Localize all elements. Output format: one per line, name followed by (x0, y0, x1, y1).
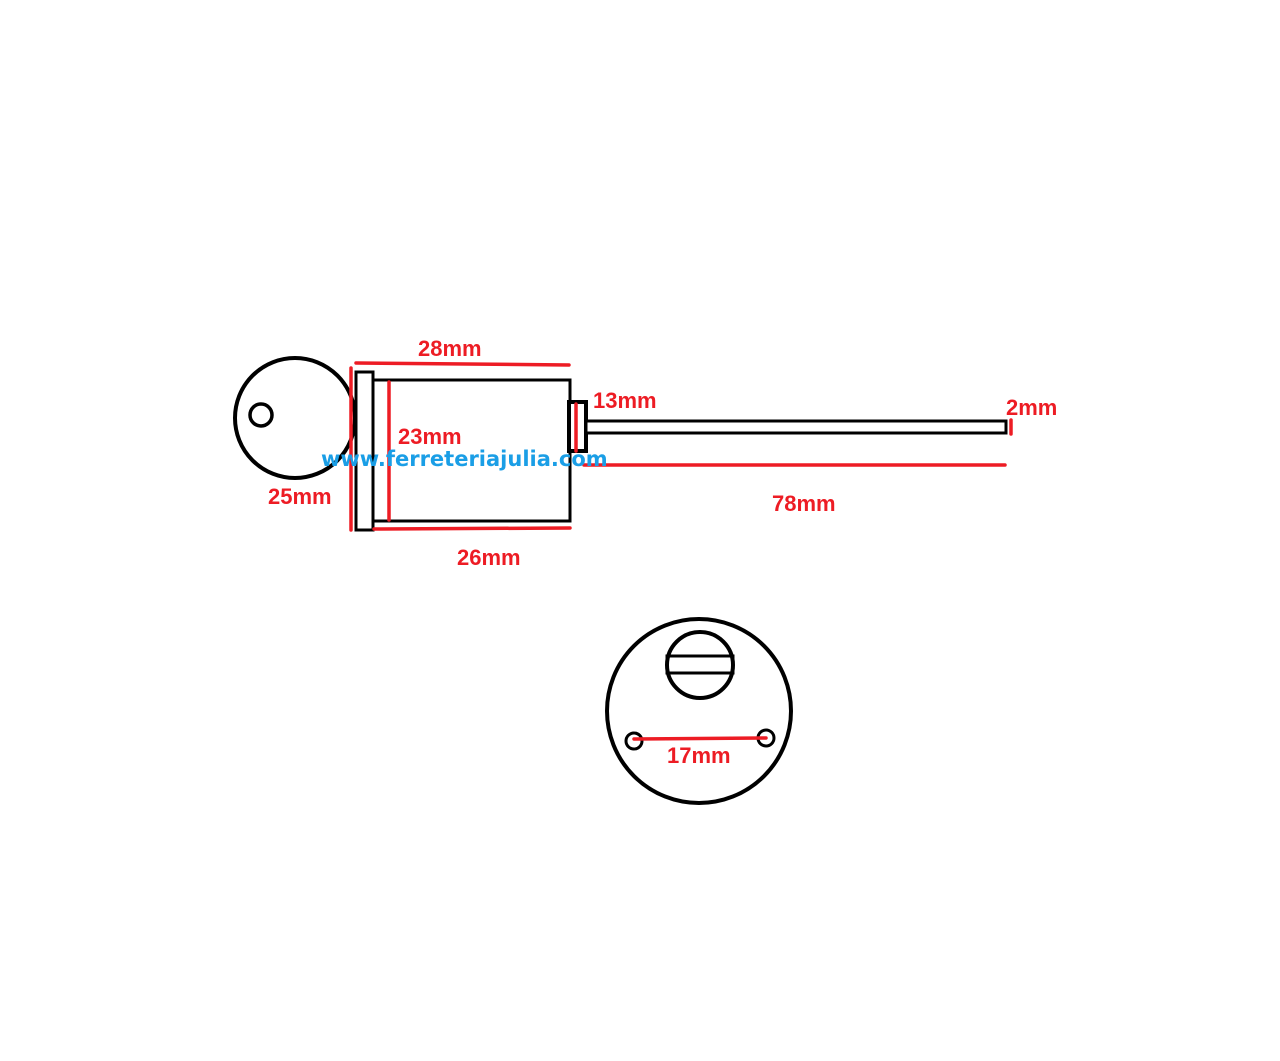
front-view-outline (605, 617, 793, 805)
key-bow-hole (248, 402, 274, 428)
label-78mm: 78mm (772, 491, 836, 516)
dim-line-17mm (632, 736, 768, 741)
label-23mm: 23mm (398, 424, 462, 449)
dim-line-26mm (372, 526, 572, 531)
keyway-slot (665, 654, 735, 675)
cylinder-body (371, 378, 572, 523)
label-25mm: 25mm (268, 484, 332, 509)
label-2mm: 2mm (1006, 395, 1057, 420)
label-13mm: 13mm (593, 388, 657, 413)
keyway-circle (665, 630, 735, 700)
dim-line-28mm (354, 361, 571, 367)
label-26mm: 26mm (457, 545, 521, 570)
label-28mm: 28mm (418, 336, 482, 361)
label-17mm: 17mm (667, 743, 731, 768)
mounting-hole-left (624, 731, 644, 751)
watermark: www.ferreteriajulia.com (321, 447, 608, 471)
front-view: 17mm (605, 617, 793, 805)
tailpiece-bar (584, 419, 1008, 435)
